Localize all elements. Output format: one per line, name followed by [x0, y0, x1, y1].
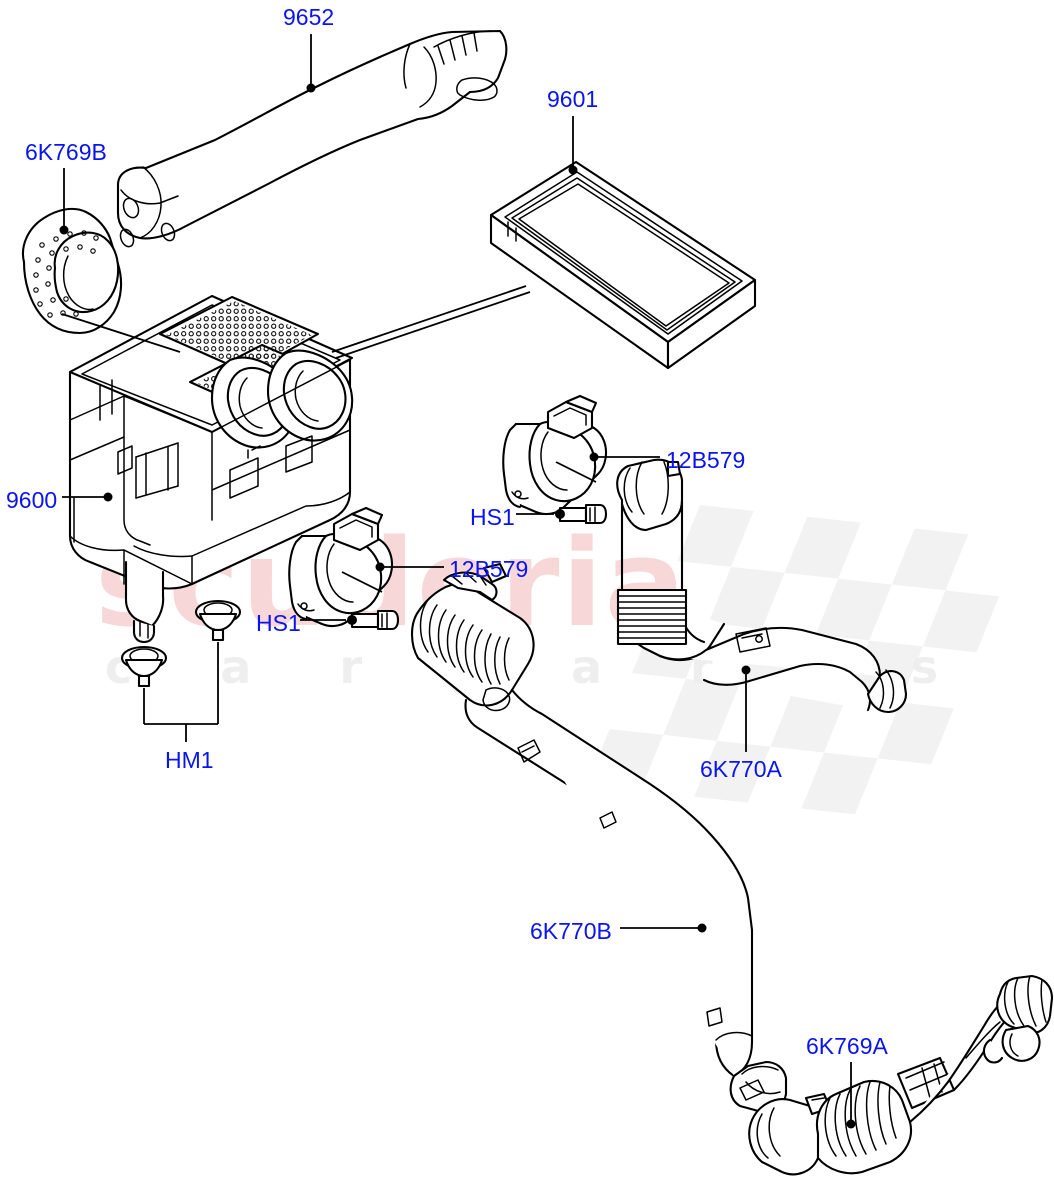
leader-lines: [59, 34, 856, 1129]
callout-6k769b[interactable]: 6K769B: [25, 139, 107, 165]
part-air-filter-element: [489, 160, 757, 370]
part-mounting-grommet-upper: [194, 599, 242, 642]
callout-12b579-lower[interactable]: 12B579: [449, 556, 529, 582]
callout-9652[interactable]: 9652: [283, 4, 335, 30]
callout-hm1[interactable]: HM1: [165, 747, 214, 773]
callout-9600[interactable]: 9600: [6, 487, 58, 513]
callout-6k770a[interactable]: 6K770A: [700, 756, 782, 782]
callout-12b579-upper[interactable]: 12B579: [666, 447, 746, 473]
callout-hs1-lower[interactable]: HS1: [256, 610, 301, 636]
part-mass-air-flow-sensor-lower: [288, 506, 394, 628]
part-air-inlet-resonator: [22, 207, 123, 335]
part-mass-air-flow-sensor-upper: [502, 394, 608, 516]
part-turbo-inlet-hose: [748, 974, 1054, 1176]
part-air-cleaner-housing: [68, 294, 354, 644]
callout-hs1-upper[interactable]: HS1: [470, 504, 515, 530]
part-intercooler-hose-a: [616, 458, 908, 714]
callout-6k769a[interactable]: 6K769A: [806, 1033, 888, 1059]
part-mounting-grommet-lower: [120, 645, 168, 688]
part-intercooler-hose-b: [410, 562, 788, 1114]
part-air-inlet-duct: [116, 29, 508, 248]
part-sensor-retaining-bolt-lower: [347, 609, 400, 631]
callout-6k770b[interactable]: 6K770B: [530, 918, 612, 944]
part-sensor-retaining-bolt-upper: [555, 503, 608, 525]
callout-9601[interactable]: 9601: [547, 86, 599, 112]
